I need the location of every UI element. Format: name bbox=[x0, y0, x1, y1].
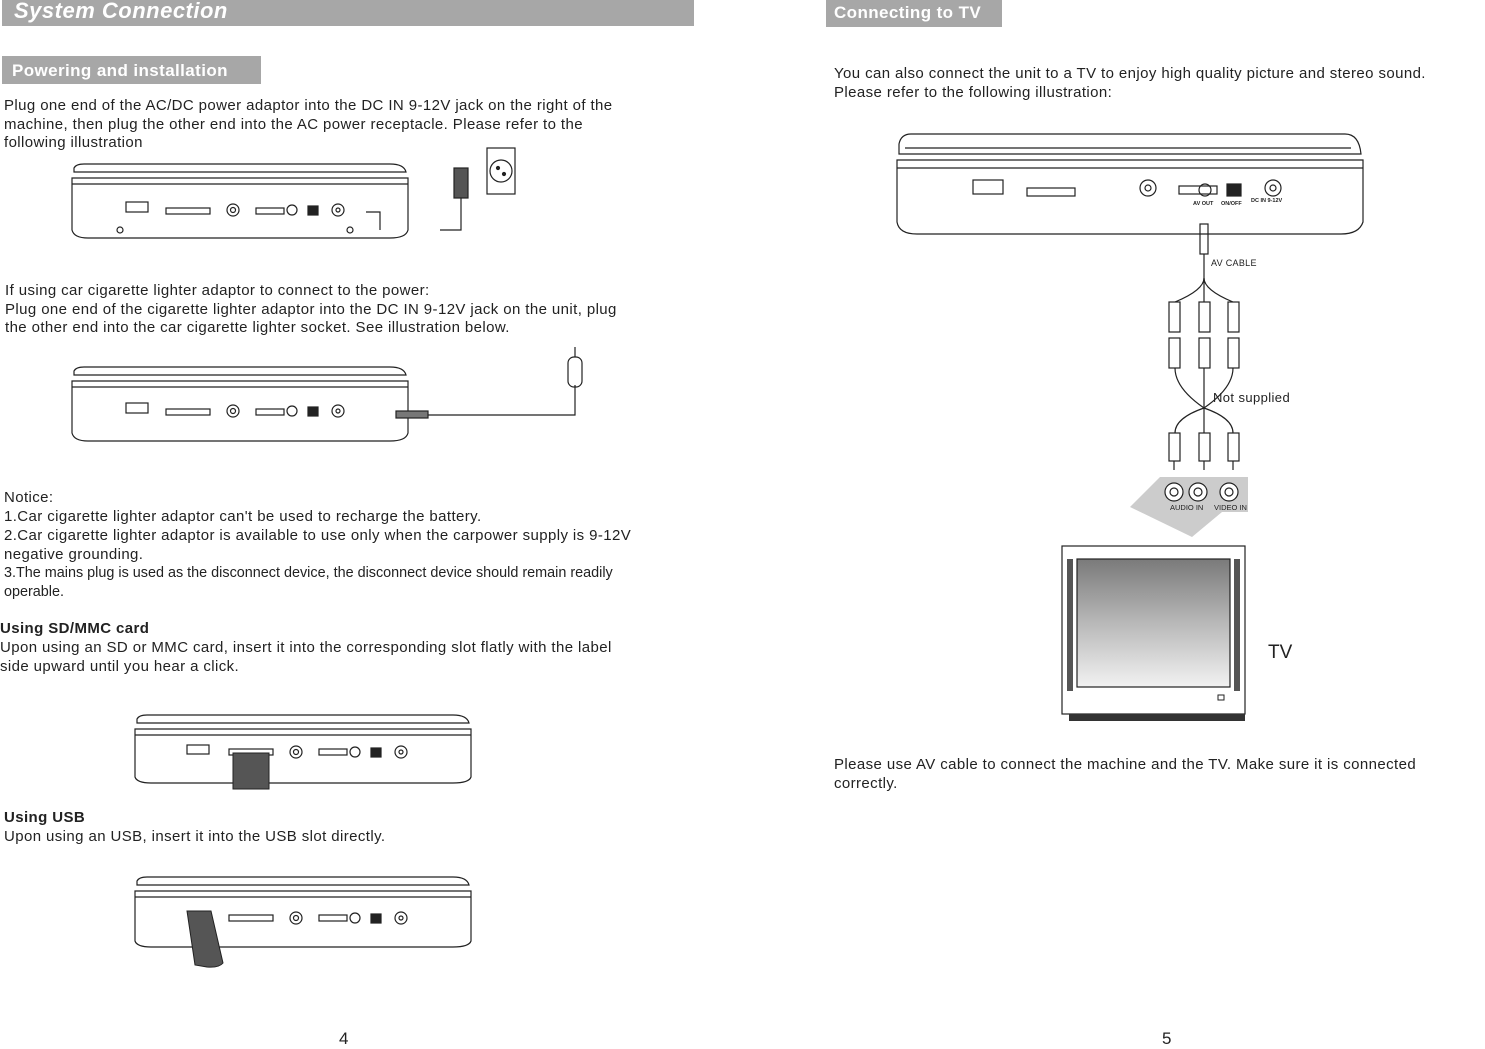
dvd-player-car-illustration bbox=[71, 347, 583, 442]
tv-label: TV bbox=[1268, 642, 1293, 663]
audio-in-label: AUDIO IN bbox=[1170, 503, 1204, 512]
dvd-player-ac-illustration bbox=[71, 147, 516, 239]
page-title: System Connection bbox=[14, 0, 228, 23]
dvd-player-icon bbox=[896, 133, 1364, 235]
dvd-player-av-illustration: AV OUT ON/OFF DC IN 9-12V bbox=[896, 133, 1364, 235]
video-in-label: VIDEO IN bbox=[1214, 503, 1247, 512]
powering-heading: Powering and installation bbox=[12, 61, 228, 80]
dvd-player-icon bbox=[134, 714, 472, 784]
tv-icon bbox=[1061, 545, 1246, 721]
connecting-tv-heading: Connecting to TV bbox=[834, 3, 982, 22]
av-out-label: AV OUT bbox=[1193, 201, 1214, 207]
dvd-player-icon bbox=[134, 876, 472, 948]
section-title-bar: System Connection bbox=[2, 0, 694, 26]
dvd-player-icon bbox=[71, 163, 409, 239]
av-cable-label: AV CABLE bbox=[1211, 258, 1257, 268]
dvd-player-usb-illustration bbox=[134, 876, 472, 968]
dvd-player-sd-illustration bbox=[134, 714, 472, 790]
powering-heading-bar: Powering and installation bbox=[2, 56, 261, 84]
notice-title: Notice: bbox=[4, 489, 54, 506]
powering-text: Plug one end of the AC/DC power adaptor … bbox=[4, 97, 613, 151]
ac-adaptor-icon bbox=[366, 147, 516, 231]
not-supplied-label: Not supplied bbox=[1213, 390, 1291, 405]
dvd-player-icon bbox=[71, 366, 409, 442]
av-cable-icon bbox=[1168, 223, 1240, 470]
page-number-left: 4 bbox=[339, 1029, 349, 1048]
on-off-label: ON/OFF bbox=[1221, 201, 1242, 207]
sd-heading: Using SD/MMC card bbox=[0, 620, 150, 637]
notice-item-3: 3.The mains plug is used as the disconne… bbox=[4, 565, 613, 600]
sd-card-icon bbox=[232, 752, 270, 790]
connecting-tv-heading-bar: Connecting to TV bbox=[826, 0, 1002, 27]
dc-in-label: DC IN 9-12V bbox=[1251, 198, 1283, 204]
rca-jack-icon bbox=[1164, 482, 1239, 502]
page-number-right: 5 bbox=[1162, 1029, 1172, 1048]
tv-intro-text: You can also connect the unit to a TV to… bbox=[834, 65, 1426, 101]
tv-set-illustration bbox=[1061, 545, 1246, 721]
usb-text: Upon using an USB, insert it into the US… bbox=[4, 828, 386, 845]
notice-item-2: 2.Car cigarette lighter adaptor is avail… bbox=[4, 527, 632, 563]
tv-input-panel bbox=[1130, 477, 1248, 537]
notice-item-1: 1.Car cigarette lighter adaptor can't be… bbox=[4, 508, 482, 525]
tv-outro-text: Please use AV cable to connect the machi… bbox=[834, 756, 1417, 792]
usb-heading: Using USB bbox=[4, 809, 86, 826]
sd-text: Upon using an SD or MMC card, insert it … bbox=[0, 639, 612, 675]
usb-stick-icon bbox=[186, 910, 224, 968]
car-lighter-adaptor-icon bbox=[395, 347, 583, 419]
car-adaptor-text: If using car cigarette lighter adaptor t… bbox=[5, 282, 617, 336]
av-cable-illustration bbox=[1168, 223, 1240, 470]
